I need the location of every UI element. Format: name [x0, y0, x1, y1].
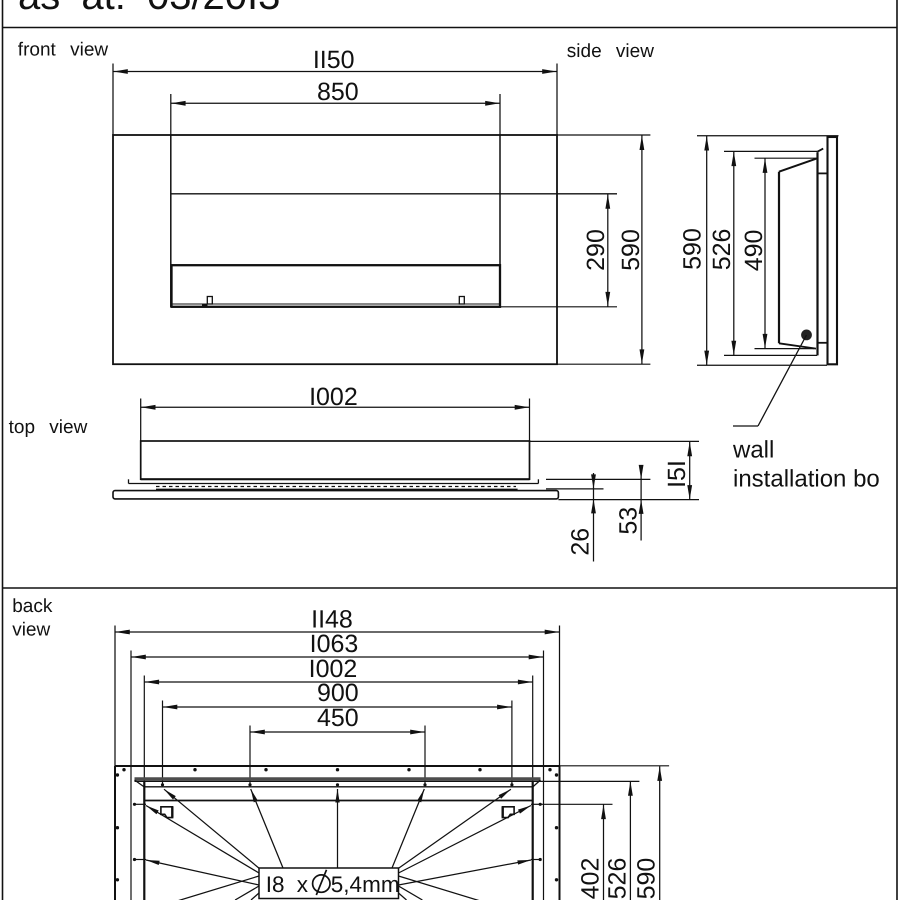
svg-text:26: 26	[566, 528, 594, 556]
svg-text:back: back	[12, 596, 53, 617]
svg-text:side view: side view	[567, 41, 654, 62]
svg-text:installation bo: installation bo	[733, 466, 880, 493]
svg-text:wall: wall	[732, 436, 774, 463]
svg-text:I002: I002	[309, 655, 358, 683]
svg-text:290: 290	[582, 229, 610, 271]
svg-text:590: 590	[633, 858, 661, 900]
svg-text:front view: front view	[18, 40, 109, 61]
svg-text:II50: II50	[313, 46, 355, 74]
svg-text:590: 590	[617, 229, 645, 271]
svg-text:590: 590	[679, 228, 707, 270]
svg-text:850: 850	[317, 78, 359, 106]
svg-text:top view: top view	[9, 417, 88, 438]
svg-text:53: 53	[615, 507, 643, 535]
svg-text:450: 450	[317, 704, 359, 732]
svg-text:I5I: I5I	[663, 460, 691, 488]
svg-text:I063: I063	[310, 630, 359, 658]
svg-text:I8 x: I8 x	[266, 872, 309, 897]
svg-text:5,4mm: 5,4mm	[331, 872, 400, 897]
svg-text:402: 402	[577, 858, 605, 900]
svg-text:490: 490	[740, 230, 768, 272]
svg-text:I002: I002	[309, 383, 358, 411]
svg-text:900: 900	[317, 679, 359, 707]
svg-text:view: view	[12, 620, 50, 641]
svg-text:526: 526	[708, 229, 736, 271]
svg-text:526: 526	[603, 858, 631, 900]
svg-text:II48: II48	[311, 605, 353, 633]
svg-text:as at: 03/20I3: as at: 03/20I3	[18, 0, 280, 18]
